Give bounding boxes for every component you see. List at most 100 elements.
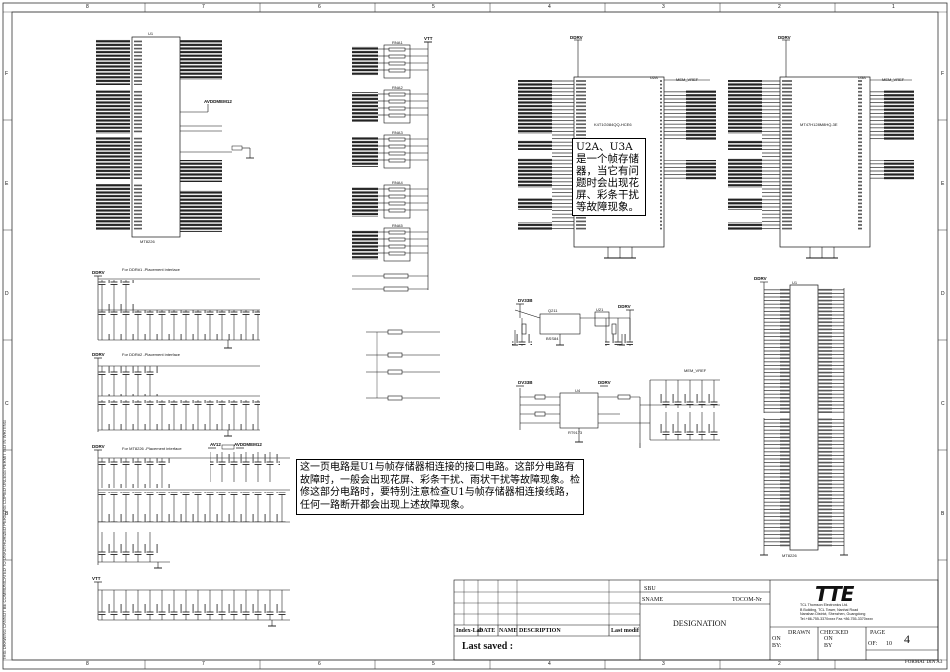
row-label: C [941, 401, 945, 407]
rna5-label: RNA5 [392, 223, 403, 228]
ddrv-u2-label: DDRV [570, 35, 583, 40]
ddrv-u4-label: DDRV [598, 380, 611, 385]
col-label: 8 [86, 4, 89, 10]
vtt-decoupling-caps [512, 318, 718, 440]
description-header: DESCRIPTION [519, 628, 561, 634]
ddr1-section-label: For DDR#1 -Placement interlace [122, 267, 180, 272]
mem-vref-u3: MEM_VREF [882, 77, 905, 82]
row-label: B [5, 511, 9, 517]
company-line: TCL Thomson Electronics Ltd. [800, 603, 849, 607]
dv33b-label-1: DV33B [518, 298, 533, 303]
designation-label: DESIGNATION [673, 619, 727, 628]
company-line: Nanshan District, Shenzhen, Guangdong [800, 612, 866, 616]
date-header: DATE [479, 628, 496, 634]
rclk-resistors [366, 329, 440, 401]
page-total: 10 [886, 641, 892, 647]
rna3-label: RNA3 [392, 130, 403, 135]
row-label: B [941, 511, 945, 517]
row-label: E [941, 181, 945, 187]
col-label: 7 [202, 4, 205, 10]
dv33b-label-2: DV33B [518, 380, 533, 385]
cap-bank-ddr1 [97, 276, 260, 349]
col-label: 2 [778, 661, 781, 667]
drawn-on-label: ON [772, 636, 781, 642]
mem-vref-regulator: MEM_VREF [684, 368, 707, 373]
ddrv-u3-label: DDRV [778, 35, 791, 40]
ddrv-mt8226-label: DDRV [92, 444, 105, 449]
col-label: 1 [892, 4, 895, 10]
u3a-ddr-chip [728, 39, 914, 259]
tte-logo: TTE [815, 582, 854, 606]
ddrv-u1-label: DDRV [754, 276, 767, 281]
col-label: 3 [662, 661, 665, 667]
of-label: OF: [868, 641, 878, 647]
page-label: PAGE [870, 630, 886, 636]
last-saved-label: Last saved : [462, 641, 514, 652]
last-modif-header: Last modif [611, 628, 639, 634]
avddmem12-label-2: AVDDMEM12 [234, 442, 262, 447]
confidentiality-notice: THIS DRAWING CANNOT BE COMMUNICATED TO U… [2, 420, 7, 660]
vtt-cap-label: VTT [92, 576, 101, 581]
avddmem12-label: AVDDMEM12 [204, 99, 232, 104]
av12-label: AV12 [210, 442, 221, 447]
tocom-label: TOCOM-Nr [732, 597, 762, 603]
sbu-label: SBU [644, 586, 656, 592]
col-label: 2 [778, 4, 781, 10]
col-label: 4 [548, 661, 551, 667]
u1-power-pins [760, 281, 848, 556]
col-label: 4 [548, 4, 551, 10]
rna1-label: RNA1 [392, 40, 403, 45]
u1-bottom-part: MT8226 [782, 553, 797, 558]
row-label: D [5, 291, 9, 297]
col-label: 6 [318, 4, 321, 10]
title-block-lines [453, 579, 939, 661]
u4-part: RT9173 [568, 430, 583, 435]
u2-part: K4T1G084QQ-HCE6 [594, 122, 632, 127]
row-label: C [5, 401, 9, 407]
row-label: E [5, 181, 9, 187]
col-label: 7 [202, 661, 205, 667]
rna2-label: RNA2 [392, 85, 403, 90]
row-label: D [941, 291, 945, 297]
checked-by-label: BY [824, 643, 833, 649]
power-symbols [94, 41, 641, 583]
u3a-ref: U3A [858, 75, 866, 80]
ddrv-ddr2-label: DDRV [92, 352, 105, 357]
u21-ref: U21 [596, 307, 604, 312]
name-header: NAME [499, 628, 518, 634]
u2a-ref: U2A [650, 75, 658, 80]
company-line: B Building, TCL Tower, Nanhai Road [800, 607, 859, 612]
format-label: FORMAT DIN A3 [905, 660, 943, 665]
drawn-by-label: BY: [772, 643, 782, 649]
row-label: F [941, 71, 945, 77]
u1-top-part: MT8226 [140, 239, 155, 244]
drawn-label: DRAWN [788, 630, 811, 636]
ddrv-q211-label: DDRV [618, 304, 631, 309]
u4-ref: U4 [575, 388, 581, 393]
page-number: 4 [904, 632, 910, 646]
rna4-label: RNA4 [392, 180, 403, 185]
checked-label: CHECKED [820, 630, 849, 636]
rna-resistor-networks [352, 41, 432, 292]
col-label: 5 [432, 4, 435, 10]
cap-bank-mt8226 [97, 444, 290, 569]
cap-bank-vtt [97, 582, 290, 627]
row-label: F [5, 71, 9, 77]
u3-part: MT47H128M8HQ-3E [800, 122, 838, 127]
frame-memory-note: U2A、U3A是一个帧存储器，当它有问题时会出现花屏、彩条干扰等故障现象。 [572, 138, 646, 216]
u1-memory-interface [96, 36, 254, 238]
vtt-label: VTT [424, 36, 433, 41]
cap-bank-ddr2 [97, 358, 260, 437]
checked-on-label: ON [824, 636, 833, 642]
index-lab-header: Index-Lab [456, 628, 484, 634]
ddrv-ddr1-label: DDRV [92, 270, 105, 275]
col-label: 3 [662, 4, 665, 10]
sname-label: SNAME [642, 597, 664, 603]
company-address: TCL Thomson Electronics Ltd. B Building,… [800, 603, 873, 621]
company-line: Tel.+86-755-3370xxxx Fax.+86-755-3370xxx… [800, 616, 873, 621]
col-label: 6 [318, 661, 321, 667]
mem-vref-u2: MEM_VREF [676, 77, 699, 82]
mt8226-section-label: For MT8226 -Placement interface [122, 446, 182, 451]
q211-part: BSS84 [546, 336, 559, 341]
